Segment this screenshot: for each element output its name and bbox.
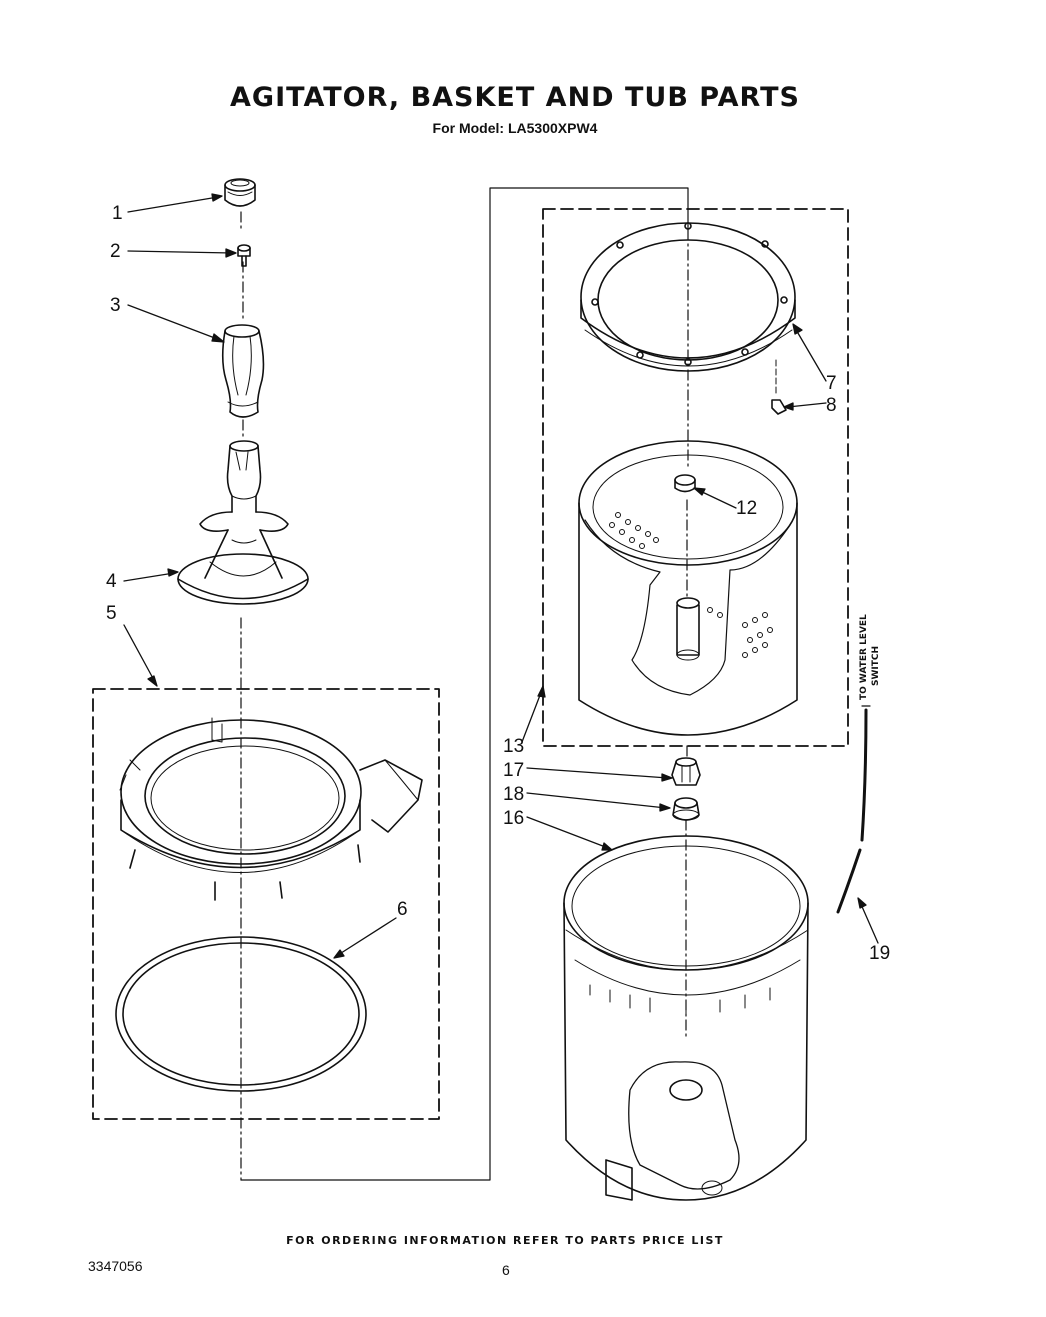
callout-12: 12 <box>736 498 757 519</box>
screw-icon <box>771 359 787 415</box>
callout-1: 1 <box>112 203 123 224</box>
hose-icon <box>836 705 871 914</box>
tub-ring-icon <box>119 717 423 901</box>
ordering-info-note: FOR ORDERING INFORMATION REFER TO PARTS … <box>286 1234 724 1247</box>
agitator-icon <box>177 440 309 605</box>
seal-icon <box>672 797 700 821</box>
page-number: 6 <box>502 1262 510 1278</box>
callout-18: 18 <box>503 784 524 805</box>
callout-19: 19 <box>869 943 890 964</box>
basket-icon <box>578 440 798 736</box>
right-center-axis <box>685 229 689 1041</box>
screw-icon <box>237 244 251 267</box>
group-connector-line <box>240 187 689 1181</box>
tub-icon <box>563 835 809 1201</box>
callout-16: 16 <box>503 808 524 829</box>
leader-lines <box>123 193 879 959</box>
callout-8: 8 <box>826 395 837 416</box>
balance-ring-icon <box>580 222 796 372</box>
agitator-cap-icon <box>224 178 256 207</box>
callout-3: 3 <box>110 295 121 316</box>
gasket-icon <box>115 936 367 1092</box>
page-title: AGITATOR, BASKET AND TUB PARTS <box>230 82 800 113</box>
part-5-group-box <box>92 688 440 1120</box>
callout-2: 2 <box>110 241 121 262</box>
callout-7: 7 <box>826 373 837 394</box>
callout-13: 13 <box>503 736 524 757</box>
document-number: 3347056 <box>88 1258 143 1274</box>
left-center-axis <box>240 211 244 1181</box>
callout-6: 6 <box>397 899 408 920</box>
callout-17: 17 <box>503 760 524 781</box>
part-13-group-box <box>542 208 849 747</box>
cam-icon <box>221 324 265 418</box>
drive-block-icon <box>671 757 701 786</box>
callout-5: 5 <box>106 603 117 624</box>
water-level-note-line2: SWITCH <box>871 646 881 686</box>
callout-4: 4 <box>106 571 117 592</box>
model-subtitle: For Model: LA5300XPW4 <box>432 120 598 136</box>
nut-icon <box>674 474 696 493</box>
water-level-note-line1: TO WATER LEVEL <box>859 614 869 700</box>
